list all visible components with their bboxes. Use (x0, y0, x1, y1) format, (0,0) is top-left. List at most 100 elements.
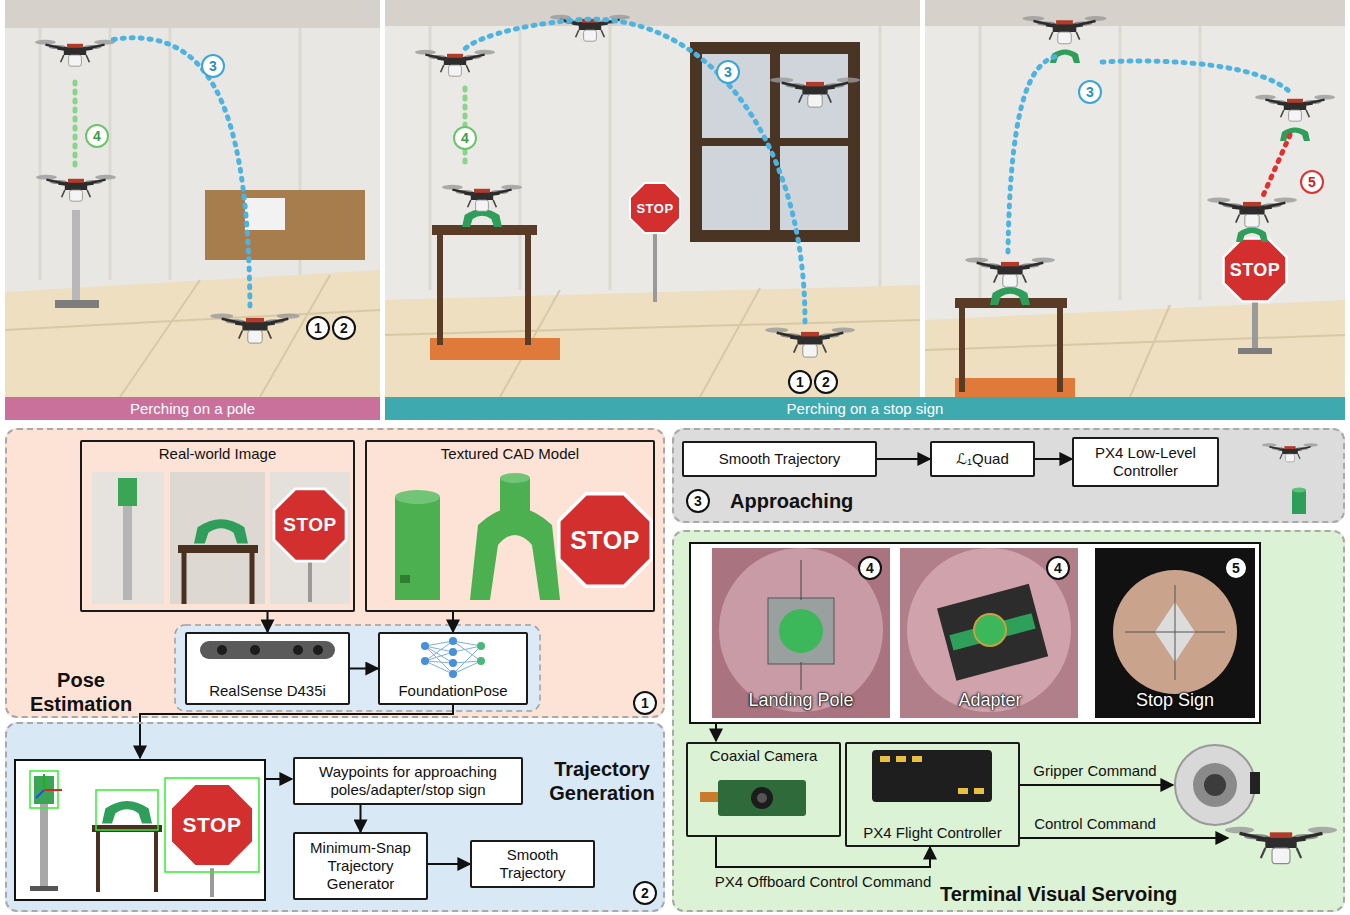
camera-icon (200, 641, 335, 659)
callout-number: 3 (716, 60, 740, 84)
photo-pole-part (110, 38, 250, 306)
pose-result-image-part (15, 760, 265, 900)
flow-arrow (140, 705, 453, 758)
edge-label: PX4 Offboard Control Command (715, 873, 932, 890)
model-box: FoundationPose (378, 632, 528, 705)
node-text: PX4 Flight Controller (863, 824, 1001, 842)
command-arrow (1020, 837, 1228, 839)
cad-models-part (400, 575, 410, 583)
photo-stop-sign-part (385, 0, 920, 397)
real-world-photos-part (92, 472, 164, 604)
process-box: ℒ₁Quad (930, 441, 1035, 477)
process-box: PX4 Low-Level Controller (1072, 437, 1219, 487)
photo-stop-sign-part (990, 287, 1030, 305)
node-text: ℒ₁Quad (956, 450, 1009, 468)
photo-stop-sign-part (442, 185, 522, 211)
node-text: Real-world Image (159, 445, 277, 463)
node-text: Coaxial Camera (710, 747, 818, 765)
real-world-photos-part (270, 472, 350, 604)
callout-number: 4 (453, 126, 477, 150)
photo-stop-sign-part (1008, 56, 1290, 252)
stage-panel: Pose EstimationReal-world ImageTextured … (5, 428, 665, 718)
panel-ground (672, 428, 1345, 523)
photo-pole-part (5, 275, 380, 397)
photo-stop-sign-part (925, 0, 1345, 26)
photo-stop-sign-part (1023, 16, 1107, 44)
callout-number: 4 (858, 556, 882, 580)
flow-arrow (428, 863, 470, 865)
network-icon-part (449, 670, 457, 678)
real-world-photos-part (184, 553, 252, 604)
photo-stop-sign-part (962, 308, 1060, 392)
gripper-picture-part (1175, 745, 1255, 825)
callout-number: 3 (201, 54, 225, 78)
pose-result-image-part (44, 789, 62, 791)
camera-views-part (949, 613, 1035, 650)
image-caption: Landing Pole (748, 690, 853, 711)
panel-ground (5, 428, 665, 718)
real-world-photos-part (118, 478, 137, 506)
real-world-photos-part (274, 489, 346, 561)
photo-stop-sign-part (462, 209, 502, 227)
illustration-part (1225, 827, 1337, 864)
photo-pole-part (5, 0, 380, 397)
pose-result-image (15, 760, 265, 900)
photo-stop-sign-part (955, 298, 1067, 308)
coaxial-camera-picture-part (700, 792, 720, 802)
network-icon-part (421, 642, 429, 650)
photo-stop-sign-part (1224, 239, 1287, 302)
photo-stop-sign-part (653, 232, 657, 302)
gripper-picture (1175, 745, 1260, 825)
camera-icon-part (200, 641, 335, 659)
flight-controller-picture-part (872, 750, 992, 802)
caption-band: Perching on a pole (5, 397, 380, 420)
flight-controller-picture-part (974, 788, 984, 794)
panel-ground (672, 530, 1345, 912)
callout-number: 4 (1046, 556, 1070, 580)
photo-pole-part (73, 82, 78, 165)
panel-ground (5, 722, 665, 912)
node-text: Waypoints for approaching poles/adapter/… (301, 763, 515, 799)
command-arrow (1020, 784, 1173, 786)
process-box: Waypoints for approaching poles/adapter/… (293, 757, 523, 805)
network-icon-part (449, 659, 457, 667)
sign-text: STOP (570, 526, 640, 555)
network-icon-part (421, 657, 429, 665)
real-world-photos-part (123, 505, 132, 600)
flow-arrow (1035, 458, 1072, 460)
camera-icon-part (313, 645, 323, 655)
callout-number: 2 (633, 881, 657, 905)
gripper-picture-part (1204, 774, 1226, 796)
photo-stop-sign-part (925, 0, 1345, 397)
callout-number: 2 (814, 370, 838, 394)
camera-views-part (1113, 570, 1237, 694)
flight-controller-picture-part (958, 788, 968, 794)
photo-pole-part (245, 198, 285, 230)
real-world-photos (92, 472, 350, 604)
flow-arrow (716, 837, 930, 867)
photo-stop-sign-part (385, 0, 920, 26)
process-box: Smooth Trajectory (682, 441, 877, 477)
pose-result-image-part (165, 778, 259, 872)
photo-pole-part (205, 190, 365, 260)
photo-stop-sign-part (385, 288, 920, 397)
coaxial-camera-picture-part (718, 780, 806, 816)
photo-stop-sign-part (690, 42, 860, 242)
callout-number: 5 (1224, 556, 1248, 580)
sign-text: STOP (1230, 260, 1281, 281)
photo-stop-sign-part (770, 77, 860, 107)
flow-arrow (877, 458, 930, 460)
photo-stop-sign-part (1280, 128, 1310, 142)
node-text: Smooth Trajectory (478, 846, 587, 882)
coaxial-camera-picture-part (751, 787, 773, 809)
stage-panel: Terminal Visual ServoingCoaxial CameraPX… (672, 530, 1345, 912)
node-text: Textured CAD Model (441, 445, 579, 463)
photo-stop-sign (925, 0, 1345, 397)
pose-result-image-part (96, 790, 158, 830)
photo-stop-sign-part (462, 19, 805, 322)
photo-pole-part (35, 40, 115, 66)
flow-arrow (265, 778, 292, 780)
gripper-picture-part (1250, 772, 1260, 794)
